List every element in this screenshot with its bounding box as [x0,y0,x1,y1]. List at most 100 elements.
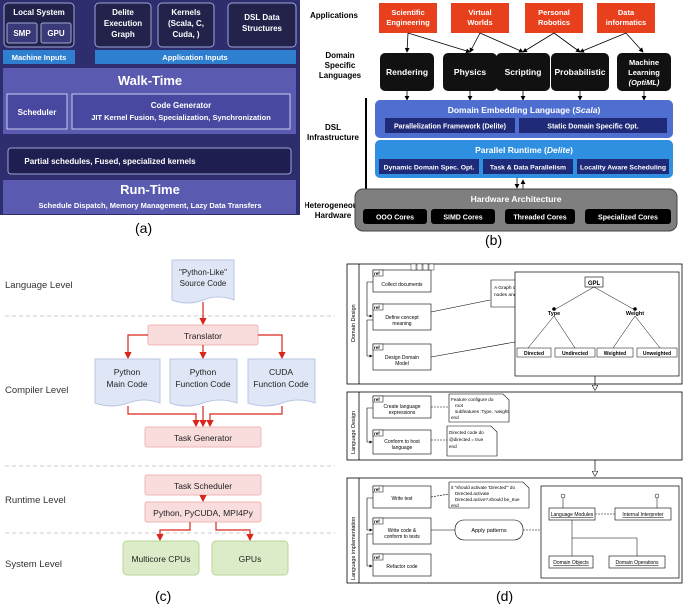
li-step-refactor: ref Refactor code [372,553,432,577]
dsl-label-rendering: Rendering [386,67,428,77]
li-step-refactor-label: Refactor code [386,564,417,570]
dsl-label-probabilistic: Probabilistic [554,67,605,77]
lane-label-domain-design: Domain Design [351,304,357,342]
level-compiler: Compiler Level [5,385,68,396]
dsl-box-rendering [380,53,434,91]
pr-hw-arrows [514,178,526,189]
tree-edges [527,286,661,349]
li-note [448,481,530,509]
dsl-data-box [227,2,297,48]
hw-item-specialized-label: Specialized Cores [598,215,658,222]
caption-d: (d) [496,588,514,604]
level-runtime: Runtime Level [5,495,66,506]
dd-ref-2: ref [374,305,380,310]
task-scheduler-label: Task Scheduler [174,481,232,491]
level-system: System Level [5,559,62,570]
kernels-box [157,2,215,48]
dsl-box-probabilistic [551,53,609,91]
local-system-label: Local System [13,8,65,17]
del-item-static-label: Static Domain Specific Opt. [547,124,638,131]
pr-item-locality-label: Locality Aware Scheduling [580,165,666,172]
application-inputs-label: Application Inputs [162,53,227,62]
module-domain-objects [548,555,594,569]
smp-label: SMP [13,29,31,38]
pr-item-task-label: Task & Data Parallelism [490,165,566,172]
dd-doc-icons [410,263,435,271]
tree-mid-type: Type [548,311,560,317]
application-inputs-bar [95,50,296,64]
hw-item-threaded-label: Threaded Cores [513,215,566,222]
app-box-scientific [379,3,437,33]
machine-inputs-bar [3,50,75,64]
panel-d-diagram: Domain Design ref Collect documents ref … [346,263,683,584]
partial-schedules-bar [7,147,292,175]
smp-box [6,22,38,44]
hw-item-simd-label: SIMD Cores [443,215,482,222]
del-title: Domain Embedding Language (Scala) [448,105,601,115]
del-item-static [519,118,667,133]
tree-leaf-unweighted: Unweighted [643,351,671,357]
app-box-robotics [525,3,583,33]
tree-leaf-undirected: Undirected [562,351,588,357]
tree-leaf-directed: Directed [524,351,544,357]
dd-ref-1: ref [374,271,380,276]
kernels-label: Kernels(Scala, C,Cuda, ) [168,8,204,39]
li-step-write-test: ref Write test [372,485,432,509]
lane-label-language-design: Language Design [351,411,357,454]
app-box-data [597,3,655,33]
hw-title: Hardware Architecture [471,194,562,204]
runtimes-label: Python, PyCUDA, MPI4Py [153,508,253,518]
code-to-generator-arrows [127,406,283,428]
app-dsl-links [404,32,644,54]
ld-ref-1: ref [374,397,380,402]
dd-ref-3: ref [374,345,380,350]
tree-leaf-weighted: Weighted [604,351,626,357]
code-generator-sub: JIT Kernel Fusion, Specialization, Synch… [91,113,271,122]
feature-tree-frame [514,271,680,377]
code-generator-title: Code Generator [151,101,211,110]
dsl-box-scripting [496,53,550,91]
li-ref-1: ref [374,487,380,492]
apply-patterns-label: Apply patterns [471,528,506,534]
dsl-label-physics: Physics [454,67,486,77]
run-time-label: Run-Time [120,182,180,197]
run-time-sub: Schedule Dispatch, Memory Management, La… [39,201,262,210]
pr-title: Parallel Runtime (Delite) [475,145,573,155]
hw-item-ooo-label: OOO Cores [376,215,414,222]
module-internal-interpreter-label: Internal Interpreter [622,512,663,518]
translator-arrows [124,334,286,360]
caption-b: (b) [485,232,503,248]
gpus-label: GPUs [239,554,262,564]
level-separators [5,315,335,534]
pr-item-locality [577,159,669,174]
task-generator-box [144,426,262,448]
dsl-label-scripting: Scripting [505,67,542,77]
multicore-cpus-label: Multicore CPUs [131,554,190,564]
ld-note-1 [448,393,510,423]
infra-bracket [365,98,367,190]
runtimes-target-arrows [156,522,254,542]
dd-step-collect: ref Collect documents [372,269,432,293]
app-box-virtual [451,3,509,33]
scheduler-label: Scheduler [18,108,57,117]
caption-a: (a) [135,220,153,236]
li-ref-3: ref [374,555,380,560]
source-code-doc [171,259,235,304]
python-main-doc [94,358,161,407]
